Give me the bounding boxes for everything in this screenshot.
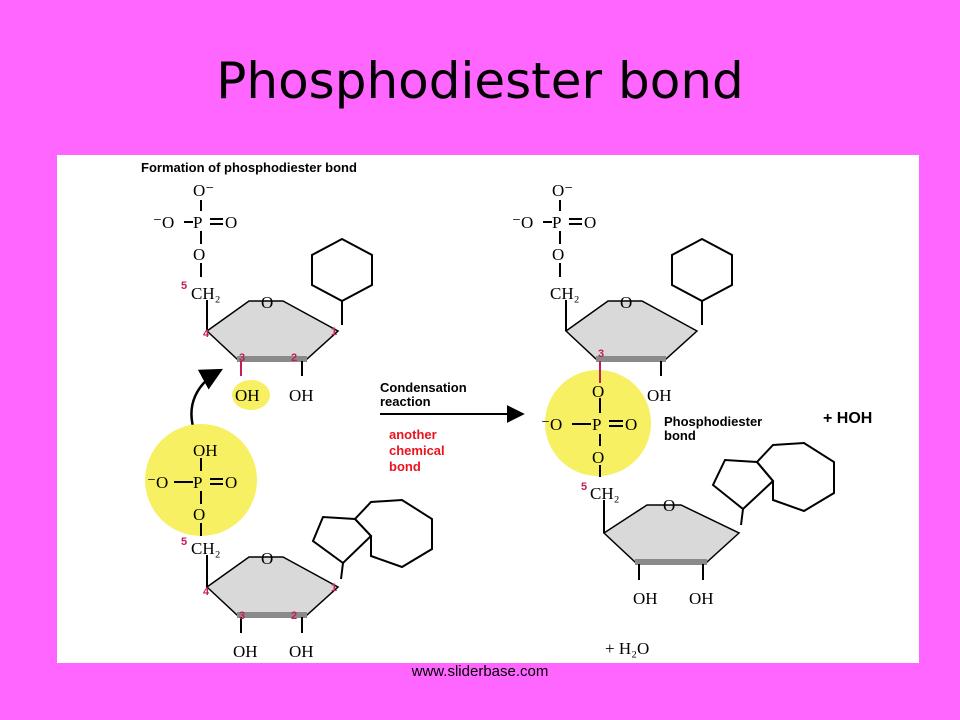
arrow-label-2: reaction bbox=[380, 394, 431, 409]
note-line-3: bond bbox=[389, 459, 421, 474]
product-o-double: O bbox=[584, 213, 596, 232]
carbon-4: 4 bbox=[203, 328, 210, 340]
diagram-heading: Formation of phosphodiester bond bbox=[141, 160, 357, 175]
carbon-4-b: 4 bbox=[203, 586, 210, 598]
product-o-double-2: O bbox=[625, 415, 637, 434]
product-o-left-2: ⁻O bbox=[541, 415, 562, 434]
product-ch2-2: CH₂ bbox=[590, 484, 620, 503]
ch2-group-2: CH₂ bbox=[191, 539, 221, 558]
bridge-o-2: O bbox=[193, 505, 205, 524]
phosphate-o-double: O bbox=[225, 213, 237, 232]
product-ch2: CH₂ bbox=[550, 284, 580, 303]
ring-oxygen-2: O bbox=[261, 549, 273, 568]
phosphate-highlight bbox=[145, 424, 257, 536]
diagram-panel: Formation of phosphodiester bond O⁻ ⁻O P… bbox=[57, 155, 919, 663]
phosphate-o-double-2: O bbox=[225, 473, 237, 492]
product-o-3: O bbox=[592, 382, 604, 401]
carbon-1: 1 bbox=[331, 326, 337, 338]
product-p-2: P bbox=[592, 415, 601, 434]
hydroxyl-2-prime-2: OH bbox=[289, 642, 314, 661]
hydroxyl-3-prime: OH bbox=[235, 386, 260, 405]
phosphate-oh: OH bbox=[193, 441, 218, 460]
carbon-2-b: 2 bbox=[291, 610, 297, 622]
phosphate-p-2: P bbox=[193, 473, 202, 492]
carbon-1-b: 1 bbox=[331, 582, 337, 594]
ring-oxygen: O bbox=[261, 293, 273, 312]
product-phosphate-highlight bbox=[545, 370, 651, 476]
carbon-3-b: 3 bbox=[239, 610, 245, 622]
product-carbon-3: 3 bbox=[598, 348, 604, 360]
product-p: P bbox=[552, 213, 561, 232]
hydroxyl-2-prime: OH bbox=[289, 386, 314, 405]
carbon-2: 2 bbox=[291, 352, 297, 364]
product-bridge-o-2: O bbox=[592, 448, 604, 467]
footer-url: www.sliderbase.com bbox=[411, 663, 549, 680]
product-carbon-5: 5 bbox=[581, 481, 587, 493]
carbon-3: 3 bbox=[239, 352, 245, 364]
note-line-1: another bbox=[389, 427, 437, 442]
phosphate-p: P bbox=[193, 213, 202, 232]
carbon-5: 5 bbox=[181, 280, 187, 292]
phosphate-o-left: ⁻O bbox=[153, 213, 174, 232]
product-o-minus: O⁻ bbox=[552, 181, 573, 200]
note-line-2: chemical bbox=[389, 443, 445, 458]
product-dinucleotide bbox=[543, 200, 835, 580]
left-top-nucleotide bbox=[184, 200, 373, 376]
carbon-5-b: 5 bbox=[181, 536, 187, 548]
arrow-label-1: Condensation bbox=[380, 380, 467, 395]
slide-title: Phosphodiester bond bbox=[216, 52, 744, 110]
base-hexagon bbox=[311, 237, 373, 303]
product-hydroxyl-2b: OH bbox=[689, 589, 714, 608]
bridge-o: O bbox=[193, 245, 205, 264]
product-o-left: ⁻O bbox=[512, 213, 533, 232]
product-hydroxyl-2: OH bbox=[647, 386, 672, 405]
left-bottom-nucleotide bbox=[174, 458, 433, 633]
bond-label-2: bond bbox=[664, 428, 696, 443]
phosphate-o-minus: O⁻ bbox=[193, 181, 214, 200]
plus-h2o: + H₂O bbox=[605, 639, 649, 658]
product-bridge-o: O bbox=[552, 245, 564, 264]
hydroxyl-3-prime-2: OH bbox=[233, 642, 258, 661]
ch2-group: CH₂ bbox=[191, 284, 221, 303]
phosphate-o-left-2: ⁻O bbox=[147, 473, 168, 492]
attack-arrow bbox=[190, 368, 223, 434]
base-hexagon-2 bbox=[353, 498, 433, 569]
oh-highlight bbox=[232, 380, 270, 410]
bond-label-1: Phosphodiester bbox=[664, 414, 762, 429]
base-pentagon bbox=[311, 515, 373, 565]
product-ring-o-2: O bbox=[663, 496, 675, 515]
product-ring-o: O bbox=[620, 293, 632, 312]
product-hydroxyl-3b: OH bbox=[633, 589, 658, 608]
plus-hoh: + HOH bbox=[823, 410, 872, 427]
phosphodiester-diagram: Formation of phosphodiester bond O⁻ ⁻O P… bbox=[141, 160, 872, 661]
